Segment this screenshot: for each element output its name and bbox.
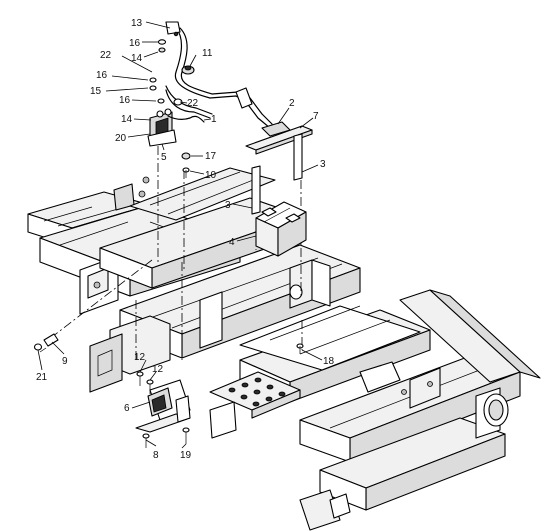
callout-3-right: 3 xyxy=(320,159,326,170)
callout-3-left: 3 xyxy=(225,200,231,211)
callout-5: 5 xyxy=(161,152,167,163)
callout-1: 1 xyxy=(211,114,217,125)
callout-2: 2 xyxy=(289,98,295,109)
callout-7: 7 xyxy=(313,111,319,122)
leader-lines xyxy=(37,21,323,449)
callout-14-top: 14 xyxy=(131,53,143,64)
callout-22-left: 22 xyxy=(100,50,112,61)
callout-10: 10 xyxy=(205,170,217,181)
callout-20: 20 xyxy=(115,133,127,144)
callout-13: 13 xyxy=(131,18,143,29)
callout-18: 18 xyxy=(323,356,335,367)
callout-16-middle: 16 xyxy=(96,70,108,81)
step-grip-holes xyxy=(228,377,286,407)
battery-cable-harness xyxy=(165,21,291,133)
callout-labels: 13 16 14 11 22 16 15 16 22 14 1 20 5 2 7… xyxy=(36,18,335,461)
callout-11: 11 xyxy=(202,48,213,59)
callout-21: 21 xyxy=(36,372,48,383)
callout-22-right: 22 xyxy=(187,98,199,109)
battery xyxy=(255,201,307,257)
callout-15: 15 xyxy=(90,86,102,97)
callout-16-lower: 16 xyxy=(119,95,131,106)
callout-12-right: 12 xyxy=(152,364,164,375)
callout-17: 17 xyxy=(205,151,217,162)
callout-9: 9 xyxy=(62,356,68,367)
callout-4: 4 xyxy=(229,237,235,248)
callout-16-top: 16 xyxy=(129,38,141,49)
callout-6: 6 xyxy=(124,403,130,414)
mower-frame xyxy=(27,167,541,531)
callout-8: 8 xyxy=(153,450,159,461)
callout-14-lower: 14 xyxy=(121,114,133,125)
callout-19: 19 xyxy=(180,450,192,461)
hardware-parts xyxy=(33,39,313,448)
callout-12-left: 12 xyxy=(134,352,146,363)
